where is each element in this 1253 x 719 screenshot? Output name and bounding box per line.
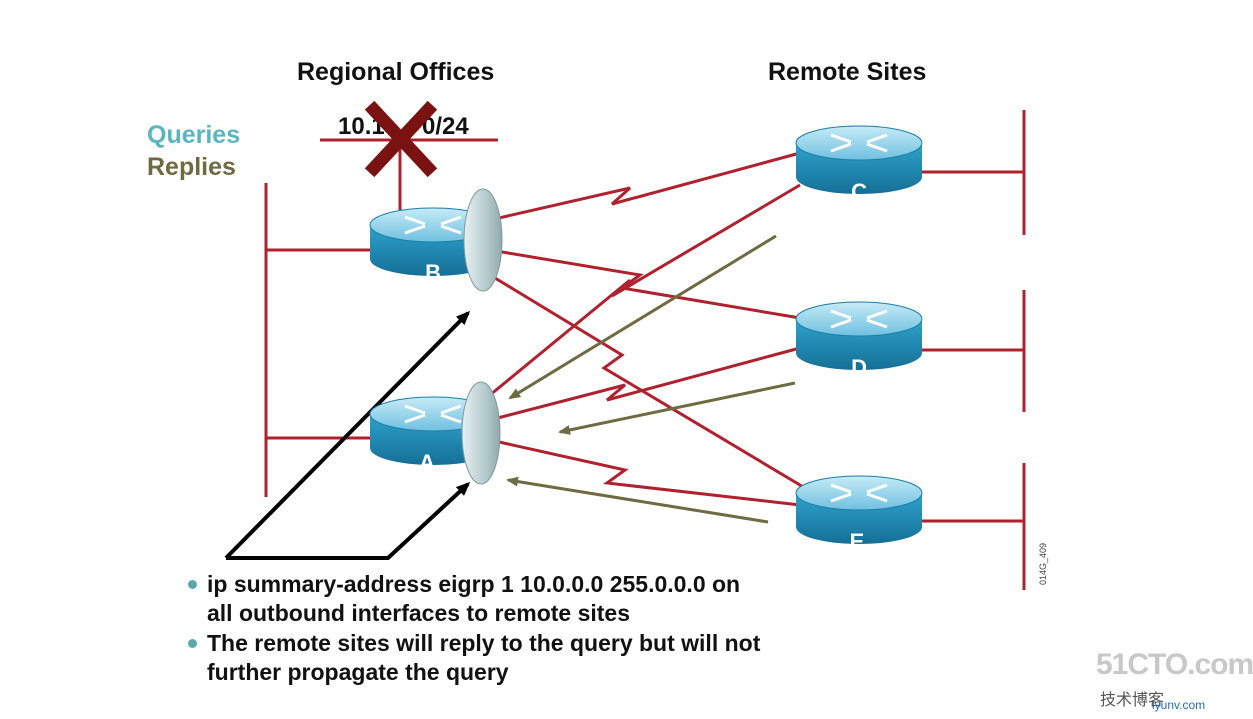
note-item: The remote sites will reply to the query… (188, 629, 908, 687)
reply-arrow-e (506, 476, 769, 524)
reply-arrows (506, 234, 796, 524)
link-b-d (489, 248, 801, 320)
link-a-e (489, 438, 801, 507)
summary-arrow-to-a (226, 481, 471, 560)
summary-filter-b (463, 188, 503, 292)
router-arrows-icon (830, 133, 888, 153)
legend-queries: Queries (147, 121, 240, 149)
router-c-label: C (851, 179, 867, 204)
failed-subnet: 10.1 0/24 (320, 100, 498, 210)
regional-lan (264, 183, 375, 497)
legend-replies: Replies (147, 153, 236, 181)
watermark: 51CTO.com 技术博客 iyunv.com (1096, 648, 1253, 712)
watermark-brand: 51CTO.com (1096, 648, 1253, 681)
router-d[interactable]: D (795, 301, 923, 380)
regional-offices-heading: Regional Offices (297, 58, 494, 86)
router-e[interactable]: E (795, 475, 923, 554)
watermark-sub: 技术博客 (1100, 690, 1165, 709)
router-e-label: E (850, 529, 865, 554)
notes-list: ip summary-address eigrp 1 10.0.0.0 255.… (188, 570, 908, 688)
router-arrows-icon (830, 309, 888, 329)
note-line: all outbound interfaces to remote sites (207, 600, 631, 626)
link-b-e (489, 273, 806, 490)
note-line: further propagate the query (207, 659, 509, 685)
router-b-label: B (425, 260, 441, 285)
router-arrows-icon (404, 215, 462, 235)
router-arrows-icon (404, 404, 462, 424)
remote-lans (918, 110, 1026, 590)
router-a-label: A (419, 450, 435, 475)
reply-arrow-d (558, 381, 796, 435)
summary-filter-a (461, 381, 501, 485)
router-c[interactable]: C (795, 125, 923, 204)
remote-sites-heading: Remote Sites (768, 58, 926, 86)
note-line: ip summary-address eigrp 1 10.0.0.0 255.… (207, 571, 741, 597)
link-a-d (489, 346, 801, 422)
bullet-icon (188, 580, 197, 589)
figure-code: 014G_409 (1038, 543, 1048, 585)
note-line: The remote sites will reply to the query… (207, 630, 761, 656)
bullet-icon (188, 639, 197, 648)
router-arrows-icon (830, 483, 888, 503)
link-a-c (489, 183, 801, 397)
router-d-label: D (851, 355, 867, 380)
wan-links (489, 151, 806, 507)
watermark-url: iyunv.com (1152, 698, 1206, 712)
summary-arrow-to-b (224, 310, 471, 560)
summary-arrows (224, 310, 471, 560)
reply-arrow-c (508, 234, 777, 400)
note-item: ip summary-address eigrp 1 10.0.0.0 255.… (188, 570, 908, 628)
x-mark-icon (364, 100, 438, 178)
link-b-c (489, 151, 801, 222)
